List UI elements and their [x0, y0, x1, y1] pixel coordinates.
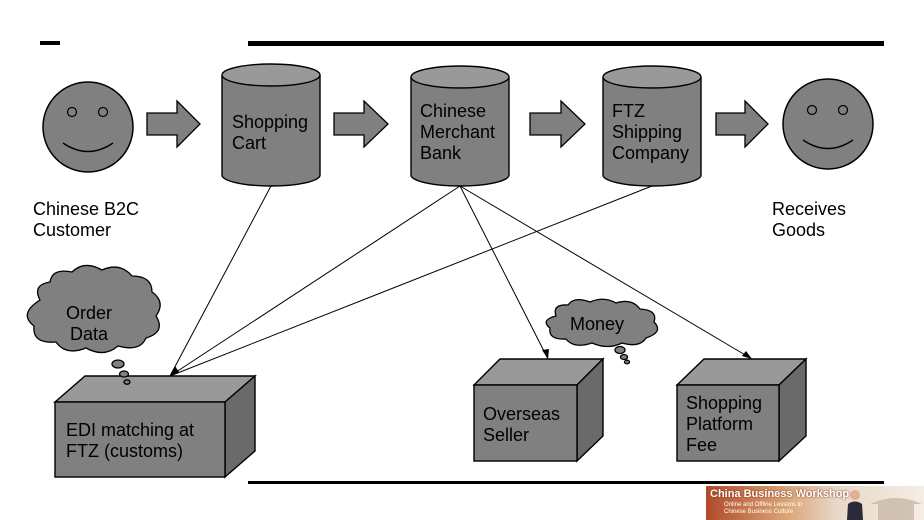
line-bank-to-seller: [459, 185, 549, 360]
bank-label-line2: Merchant: [420, 122, 496, 142]
connector-arrowheads: [170, 349, 752, 376]
platform-label-line2: Platform: [686, 414, 754, 434]
receiver-label: Receives Goods: [772, 199, 846, 241]
arrow-cart-to-bank-icon: [333, 99, 389, 149]
line-cart-to-edi: [169, 185, 272, 377]
top-short-rule: [40, 41, 60, 45]
platform-label: Shopping Platform Fee: [686, 393, 762, 456]
cart-label-line2: Cart: [232, 133, 267, 153]
line-bank-to-edi: [169, 185, 461, 377]
ftz-label-line1: FTZ: [612, 101, 645, 121]
order-data-label-line2: Data: [69, 324, 109, 344]
arrow-ftz-to-receiver-icon: [715, 99, 769, 149]
order-data-cloud: [26, 264, 161, 385]
bank-label-line3: Bank: [420, 143, 462, 163]
cart-label-line1: Shopping: [232, 112, 309, 132]
arrowhead-edi: [170, 366, 179, 376]
merchant-bank-cylinder: [410, 65, 510, 187]
workshop-banner: China Business Workshop Online and Offli…: [706, 486, 924, 520]
order-data-label-line1: Order: [66, 303, 113, 323]
customer-label-line2: Customer: [33, 220, 112, 240]
arrow-bank-to-ftz-icon: [529, 99, 586, 149]
money-label: Money: [570, 314, 624, 335]
arrow-customer-to-cart-icon: [146, 99, 201, 149]
ftz-label-line3: Company: [612, 143, 690, 163]
line-bank-to-platform: [459, 185, 753, 360]
platform-label-line3: Fee: [686, 435, 718, 455]
edi-label: EDI matching at FTZ (customs): [66, 420, 194, 462]
order-data-label: Order Data: [66, 303, 112, 345]
cart-label: Shopping Cart: [232, 112, 308, 154]
receiver-label-line1: Receives: [772, 199, 847, 219]
banner-subtitle-line1: Online and Offline Lessons in: [724, 502, 803, 508]
overseas-seller-box: [472, 357, 605, 463]
ftz-label: FTZ Shipping Company: [612, 101, 689, 164]
banner-title: China Business Workshop: [710, 488, 850, 500]
money-cloud: [545, 298, 659, 365]
edi-matching-box: [53, 374, 257, 479]
shopping-cart-cylinder: [221, 63, 321, 187]
platform-label-line1: Shopping: [686, 393, 763, 413]
customer-label: Chinese B2C Customer: [33, 199, 139, 241]
banner-subtitle: Online and Offline Lessons in Chinese Bu…: [724, 502, 802, 516]
seller-label-line1: Overseas: [483, 404, 561, 424]
bank-label: Chinese Merchant Bank: [420, 101, 495, 164]
line-ftz-to-edi: [169, 185, 653, 377]
top-long-rule: [248, 41, 884, 46]
edi-label-line2: FTZ (customs): [66, 441, 183, 461]
seller-label: Overseas Seller: [483, 404, 560, 446]
receiver-label-line2: Goods: [772, 220, 826, 240]
banner-pagoda-icon: [870, 498, 922, 520]
edi-label-line1: EDI matching at: [66, 420, 195, 440]
seller-label-line2: Seller: [483, 425, 530, 445]
arrowhead-platform: [742, 351, 752, 359]
ftz-label-line2: Shipping: [612, 122, 683, 142]
shopping-platform-box: [675, 357, 808, 463]
receiver-smiley-icon: [782, 78, 874, 170]
arrowhead-seller: [542, 349, 549, 359]
bottom-rule: [248, 481, 884, 484]
ftz-shipping-cylinder: [602, 65, 702, 187]
bank-label-line1: Chinese: [420, 101, 487, 121]
banner-subtitle-line2: Chinese Business Culture: [724, 509, 794, 515]
money-label-text: Money: [570, 314, 625, 334]
customer-smiley-icon: [42, 81, 134, 173]
connector-lines: [169, 185, 753, 377]
banner-person-icon: [847, 490, 863, 520]
customer-label-line1: Chinese B2C: [33, 199, 140, 219]
